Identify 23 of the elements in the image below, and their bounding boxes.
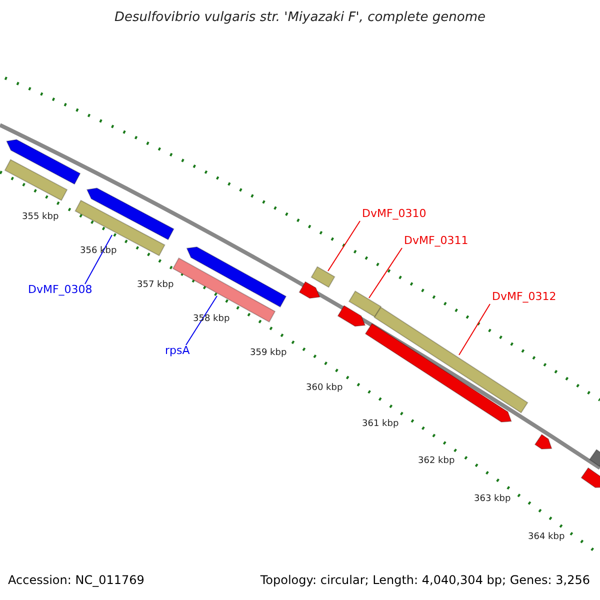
gene-label: DvMF_0311: [404, 234, 468, 247]
leader-line: [84, 234, 112, 284]
scale-label: 364 kbp: [528, 532, 565, 542]
gene-feature-block: [348, 290, 382, 318]
leader-line: [328, 220, 360, 272]
footer-text: Accession: NC_011769: [8, 573, 144, 587]
title: Desulfovibrio vulgaris str. 'Miyazaki F', complete genome: [113, 10, 487, 25]
gene-label: DvMF_0308: [28, 283, 92, 296]
scale-label: 361 kbp: [362, 419, 399, 429]
leader-line: [368, 248, 402, 298]
scale-label: 362 kbp: [418, 456, 455, 466]
scale-label: 363 kbp: [474, 494, 511, 504]
leader-line: [458, 304, 490, 356]
leader-line: [186, 296, 218, 346]
scale-label: 357 kbp: [137, 280, 174, 290]
gene-feature-block: [374, 306, 528, 414]
footer-text: Topology: circular; Length: 4,040,304 bp; Genes: 3,256: [260, 573, 590, 587]
gene-feature-block: [172, 257, 276, 323]
gene-label: rpsA: [165, 344, 190, 357]
gene-label: DvMF_0310: [362, 207, 426, 220]
gene-label: DvMF_0312: [492, 290, 556, 303]
gene-feature-block: [74, 200, 166, 256]
gene-feature-block: [310, 266, 336, 288]
